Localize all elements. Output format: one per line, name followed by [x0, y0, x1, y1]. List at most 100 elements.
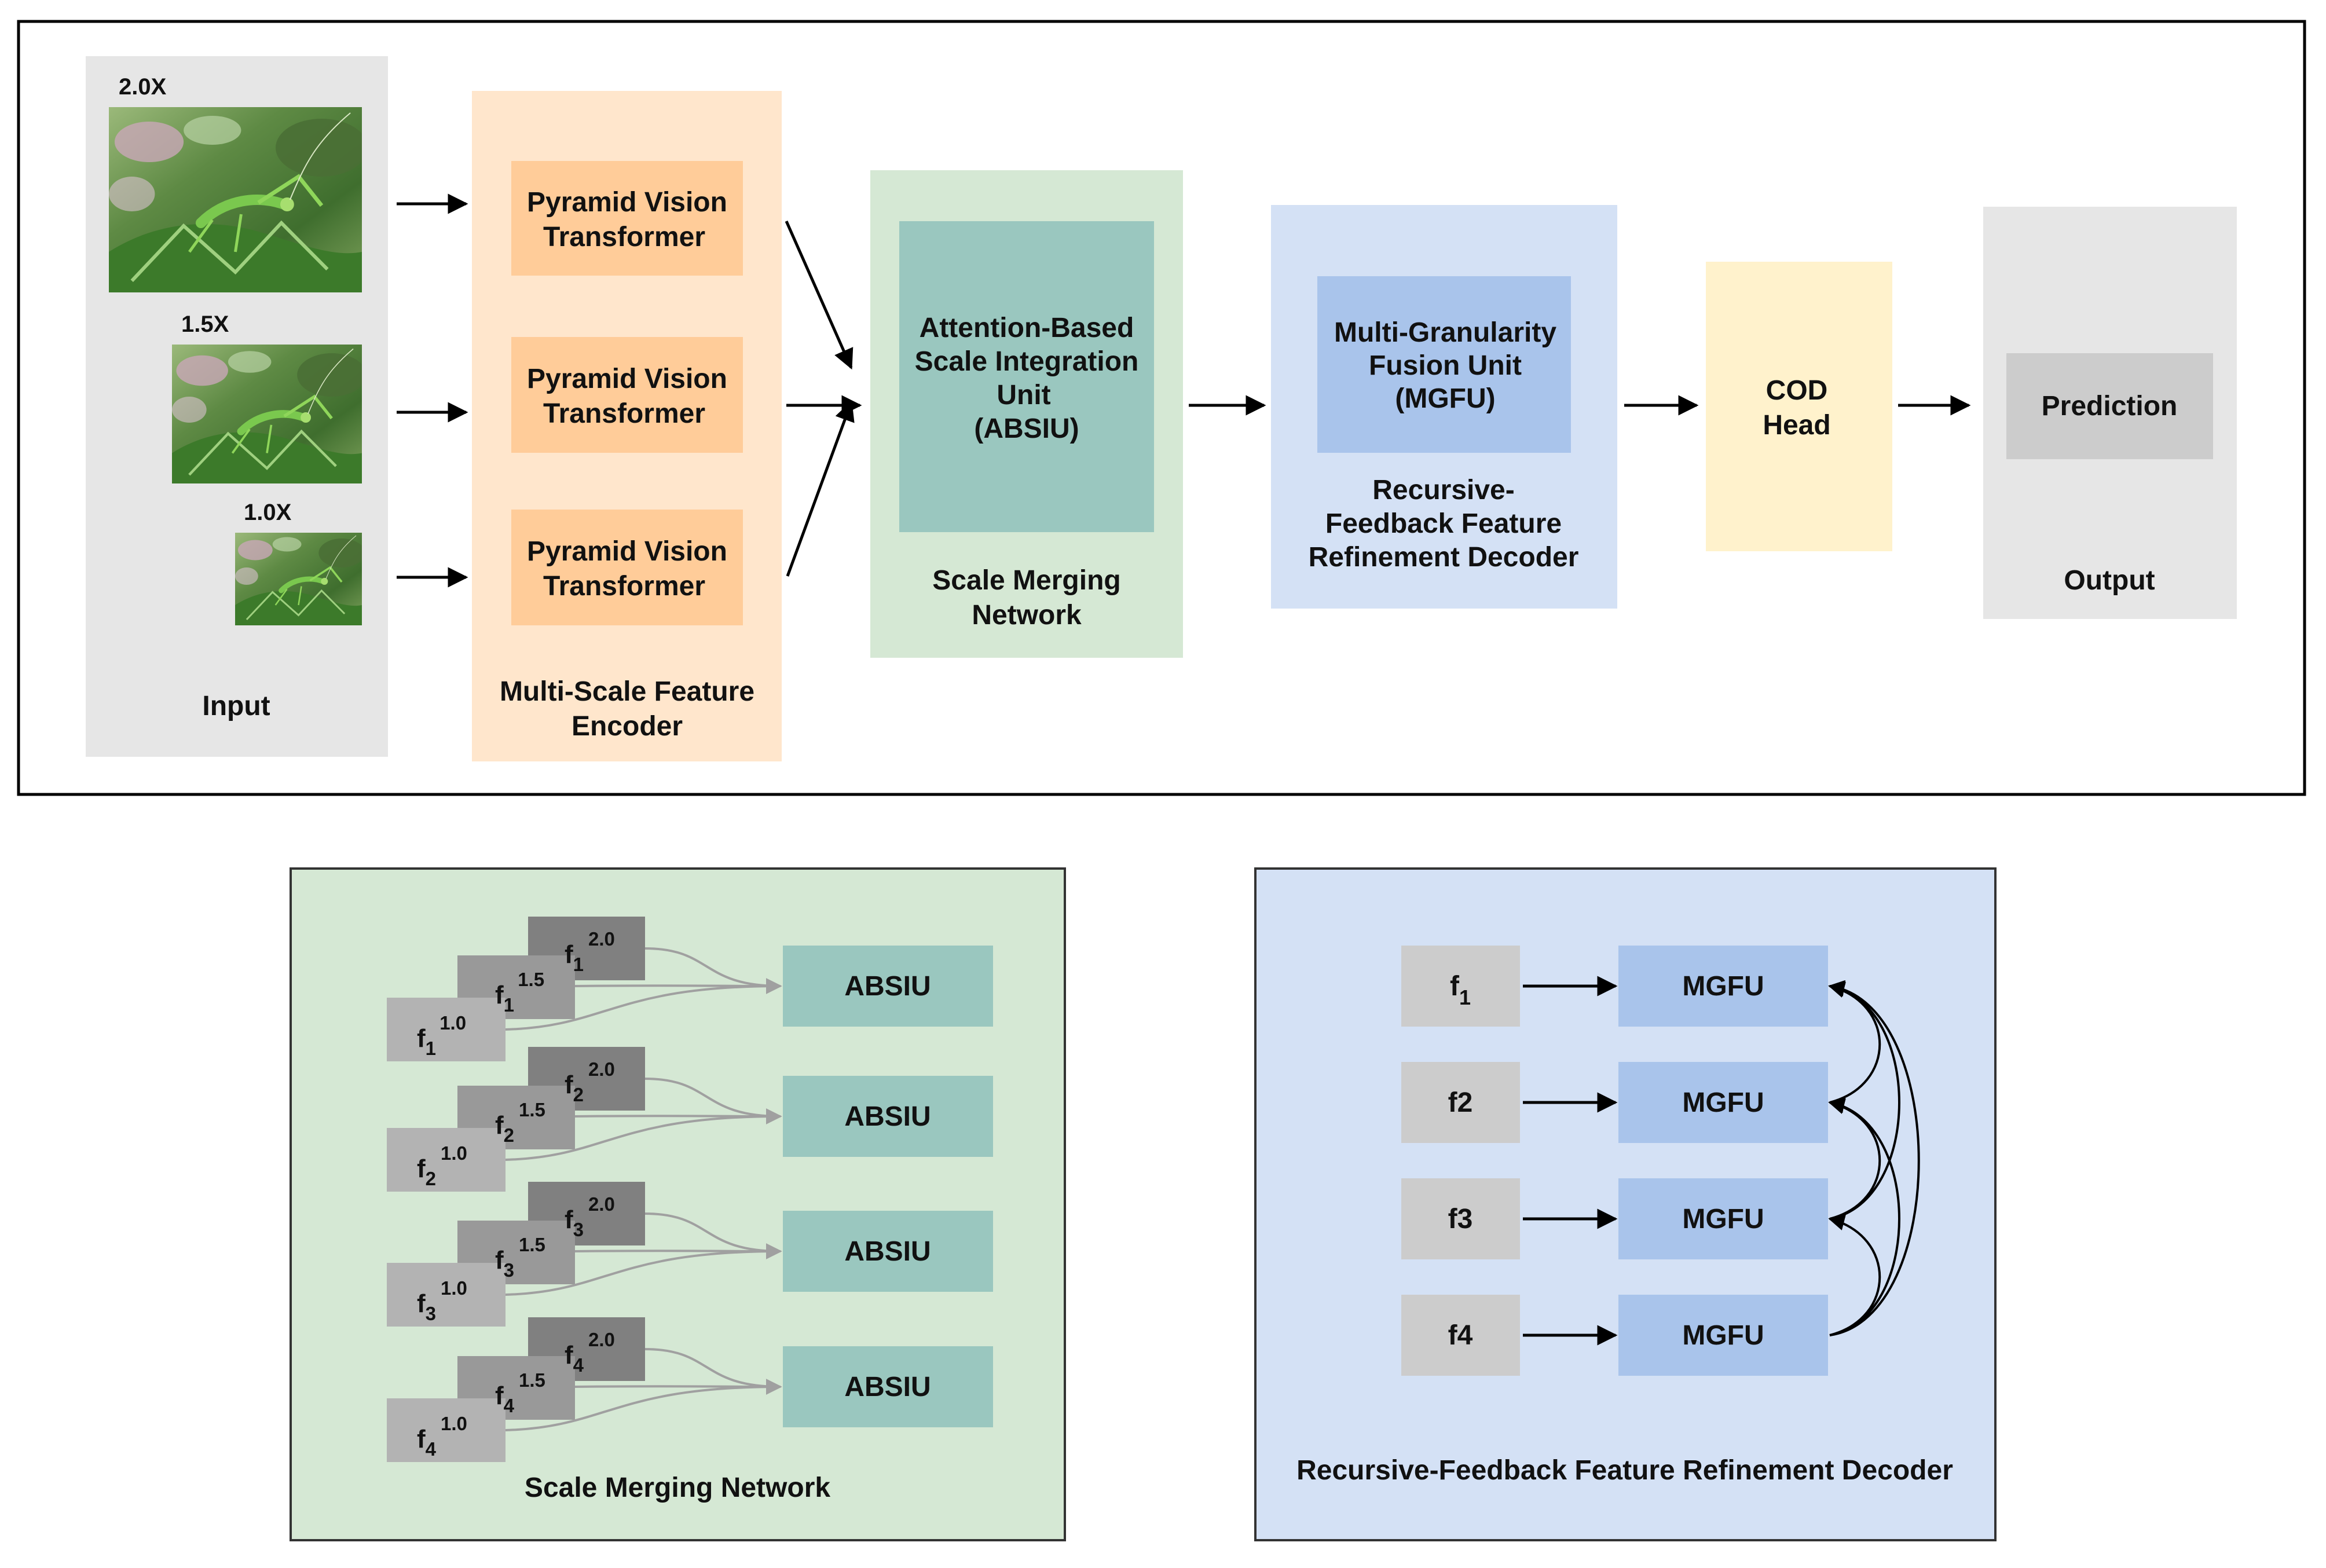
feature-label-large: f22.0 [565, 1058, 615, 1105]
mgfu-top-block [1317, 276, 1571, 453]
arrow-encoder-1-merge [785, 220, 854, 370]
absiu-block [783, 1076, 993, 1157]
merge-curve-small [505, 1386, 781, 1431]
mgfu-block [1618, 1178, 1828, 1259]
decoder-row-2: f2 MGFU [1401, 1062, 1828, 1143]
feature-label: f4 [1448, 1320, 1473, 1351]
arrow-encoder-3-merge [786, 400, 855, 577]
absiu-top-line4: (ABSIU) [974, 413, 1079, 444]
decoder-row-1: f1 MGFU [1401, 946, 1828, 1027]
mgfu-label: MGFU [1682, 1320, 1764, 1351]
feedback-curve [1828, 980, 1920, 1336]
encoder-panel: Pyramid Vision Transformer Pyramid Visio… [472, 91, 782, 761]
merge-curve-large [644, 1348, 782, 1395]
feature-box-small [387, 1128, 506, 1192]
cod-head-bg [1706, 262, 1892, 551]
feature-box [1401, 946, 1520, 1027]
absiu-label: ABSIU [844, 1236, 931, 1267]
feature-label-small: f31.0 [417, 1277, 467, 1324]
feature-label: f1 [1450, 971, 1471, 1009]
absiu-label: ABSIU [844, 1372, 931, 1402]
cod-head-line2: Head [1763, 410, 1830, 441]
feature-label-large: f12.0 [565, 928, 615, 975]
feature-box-small [387, 1263, 506, 1327]
top-frame [17, 20, 2306, 796]
pvt-block-2-bg [511, 337, 743, 453]
mgfu-label: MGFU [1682, 1087, 1764, 1118]
pvt-block-3-bg [511, 510, 743, 625]
pvt-block-2-line2: Transformer [543, 398, 705, 429]
merge-row-4: f42.0 f41.5 f41.0 ABSIU [387, 1317, 993, 1462]
absiu-block [783, 946, 993, 1027]
feedback-curve [1828, 1214, 1881, 1336]
prediction-block [2006, 353, 2213, 459]
merge-rows: f12.0f11.5f11.0ABSIUf22.0f21.5f21.0ABSIU… [387, 917, 993, 1462]
input-scale-label-1-5x: 1.5X [181, 312, 229, 337]
encoder-label-line1: Multi-Scale Feature [500, 676, 754, 707]
decoder-label-line3: Refinement Decoder [1309, 542, 1579, 573]
merge-curve-small [505, 1115, 781, 1161]
pvt-block-2: Pyramid Vision Transformer [511, 337, 743, 453]
feature-box [1401, 1295, 1520, 1376]
scale-merging-detail: f12.0f11.5f11.0ABSIUf22.0f21.5f21.0ABSIU… [290, 867, 1066, 1541]
decoder-label-line2: Feedback Feature [1325, 508, 1562, 539]
input-panel: 2.0X 1.5X 1.0X Input [86, 56, 388, 757]
grasshopper-photo-1x [235, 533, 365, 625]
absiu-block [783, 1346, 993, 1427]
pvt-block-3-line1: Pyramid Vision [527, 536, 727, 567]
feature-label-small: f41.0 [417, 1413, 467, 1460]
decoder-detail-title: Recursive-Feedback Feature Refinement De… [1296, 1455, 1953, 1486]
absiu-top-block [899, 221, 1154, 532]
decoder-row-4: f4 MGFU [1401, 1295, 1828, 1376]
feature-label-mid: f11.5 [495, 969, 544, 1016]
merge-curve-small [505, 1250, 781, 1296]
pvt-block-2-line1: Pyramid Vision [527, 364, 727, 394]
cod-head: COD Head [1706, 262, 1892, 551]
feature-label: f2 [1448, 1087, 1473, 1118]
merge-curve-large [644, 947, 782, 994]
absiu-top-line3: Unit [997, 380, 1050, 411]
pvt-block-1-bg [511, 161, 743, 276]
mgfu-block [1618, 1295, 1828, 1376]
absiu-label: ABSIU [844, 971, 931, 1002]
mgfu-label: MGFU [1682, 971, 1764, 1002]
feature-box-small [387, 1398, 506, 1462]
absiu-block [783, 1211, 993, 1292]
mgfu-block [1618, 946, 1828, 1027]
decoder-panel: Multi-Granularity Fusion Unit (MGFU) Rec… [1271, 205, 1617, 609]
mgfu-top-line3: (MGFU) [1395, 383, 1495, 414]
cod-head-line1: COD [1766, 375, 1828, 406]
prediction-label: Prediction [2042, 391, 2178, 422]
merge-row-1: f12.0 f11.5 f11.0 ABSIU [387, 917, 993, 1061]
feature-label-mid: f31.5 [495, 1234, 545, 1281]
feature-label-small: f11.0 [417, 1012, 466, 1059]
input-label: Input [202, 691, 270, 721]
scale-merging-detail-title: Scale Merging Network [525, 1472, 830, 1503]
pvt-block-3-line2: Transformer [543, 571, 705, 602]
grasshopper-photo-1-5x [172, 345, 366, 483]
feature-box [1401, 1062, 1520, 1143]
pvt-block-1-line1: Pyramid Vision [527, 187, 727, 218]
merge-curve-small [505, 985, 781, 1031]
grasshopper-photo-2x [109, 107, 368, 292]
pvt-block-3: Pyramid Vision Transformer [511, 510, 743, 625]
feature-label-small: f21.0 [417, 1142, 467, 1189]
feedback-connections [1828, 980, 1920, 1336]
scale-merging-panel: Attention-Based Scale Integration Unit (… [870, 170, 1183, 658]
feature-label-mid: f41.5 [495, 1369, 545, 1416]
merge-curve-large [644, 1212, 782, 1259]
input-scale-label-1x: 1.0X [244, 500, 292, 525]
feature-label-large: f42.0 [565, 1329, 615, 1376]
feature-label: f3 [1448, 1204, 1473, 1234]
mgfu-block [1618, 1062, 1828, 1143]
feature-label-mid: f21.5 [495, 1099, 545, 1146]
output-panel: Prediction Output [1983, 207, 2237, 619]
input-scale-label-2x: 2.0X [119, 74, 167, 100]
decoder-label-line1: Recursive- [1372, 475, 1514, 505]
decoder-row-3: f3 MGFU [1401, 1178, 1828, 1259]
mgfu-label: MGFU [1682, 1204, 1764, 1234]
